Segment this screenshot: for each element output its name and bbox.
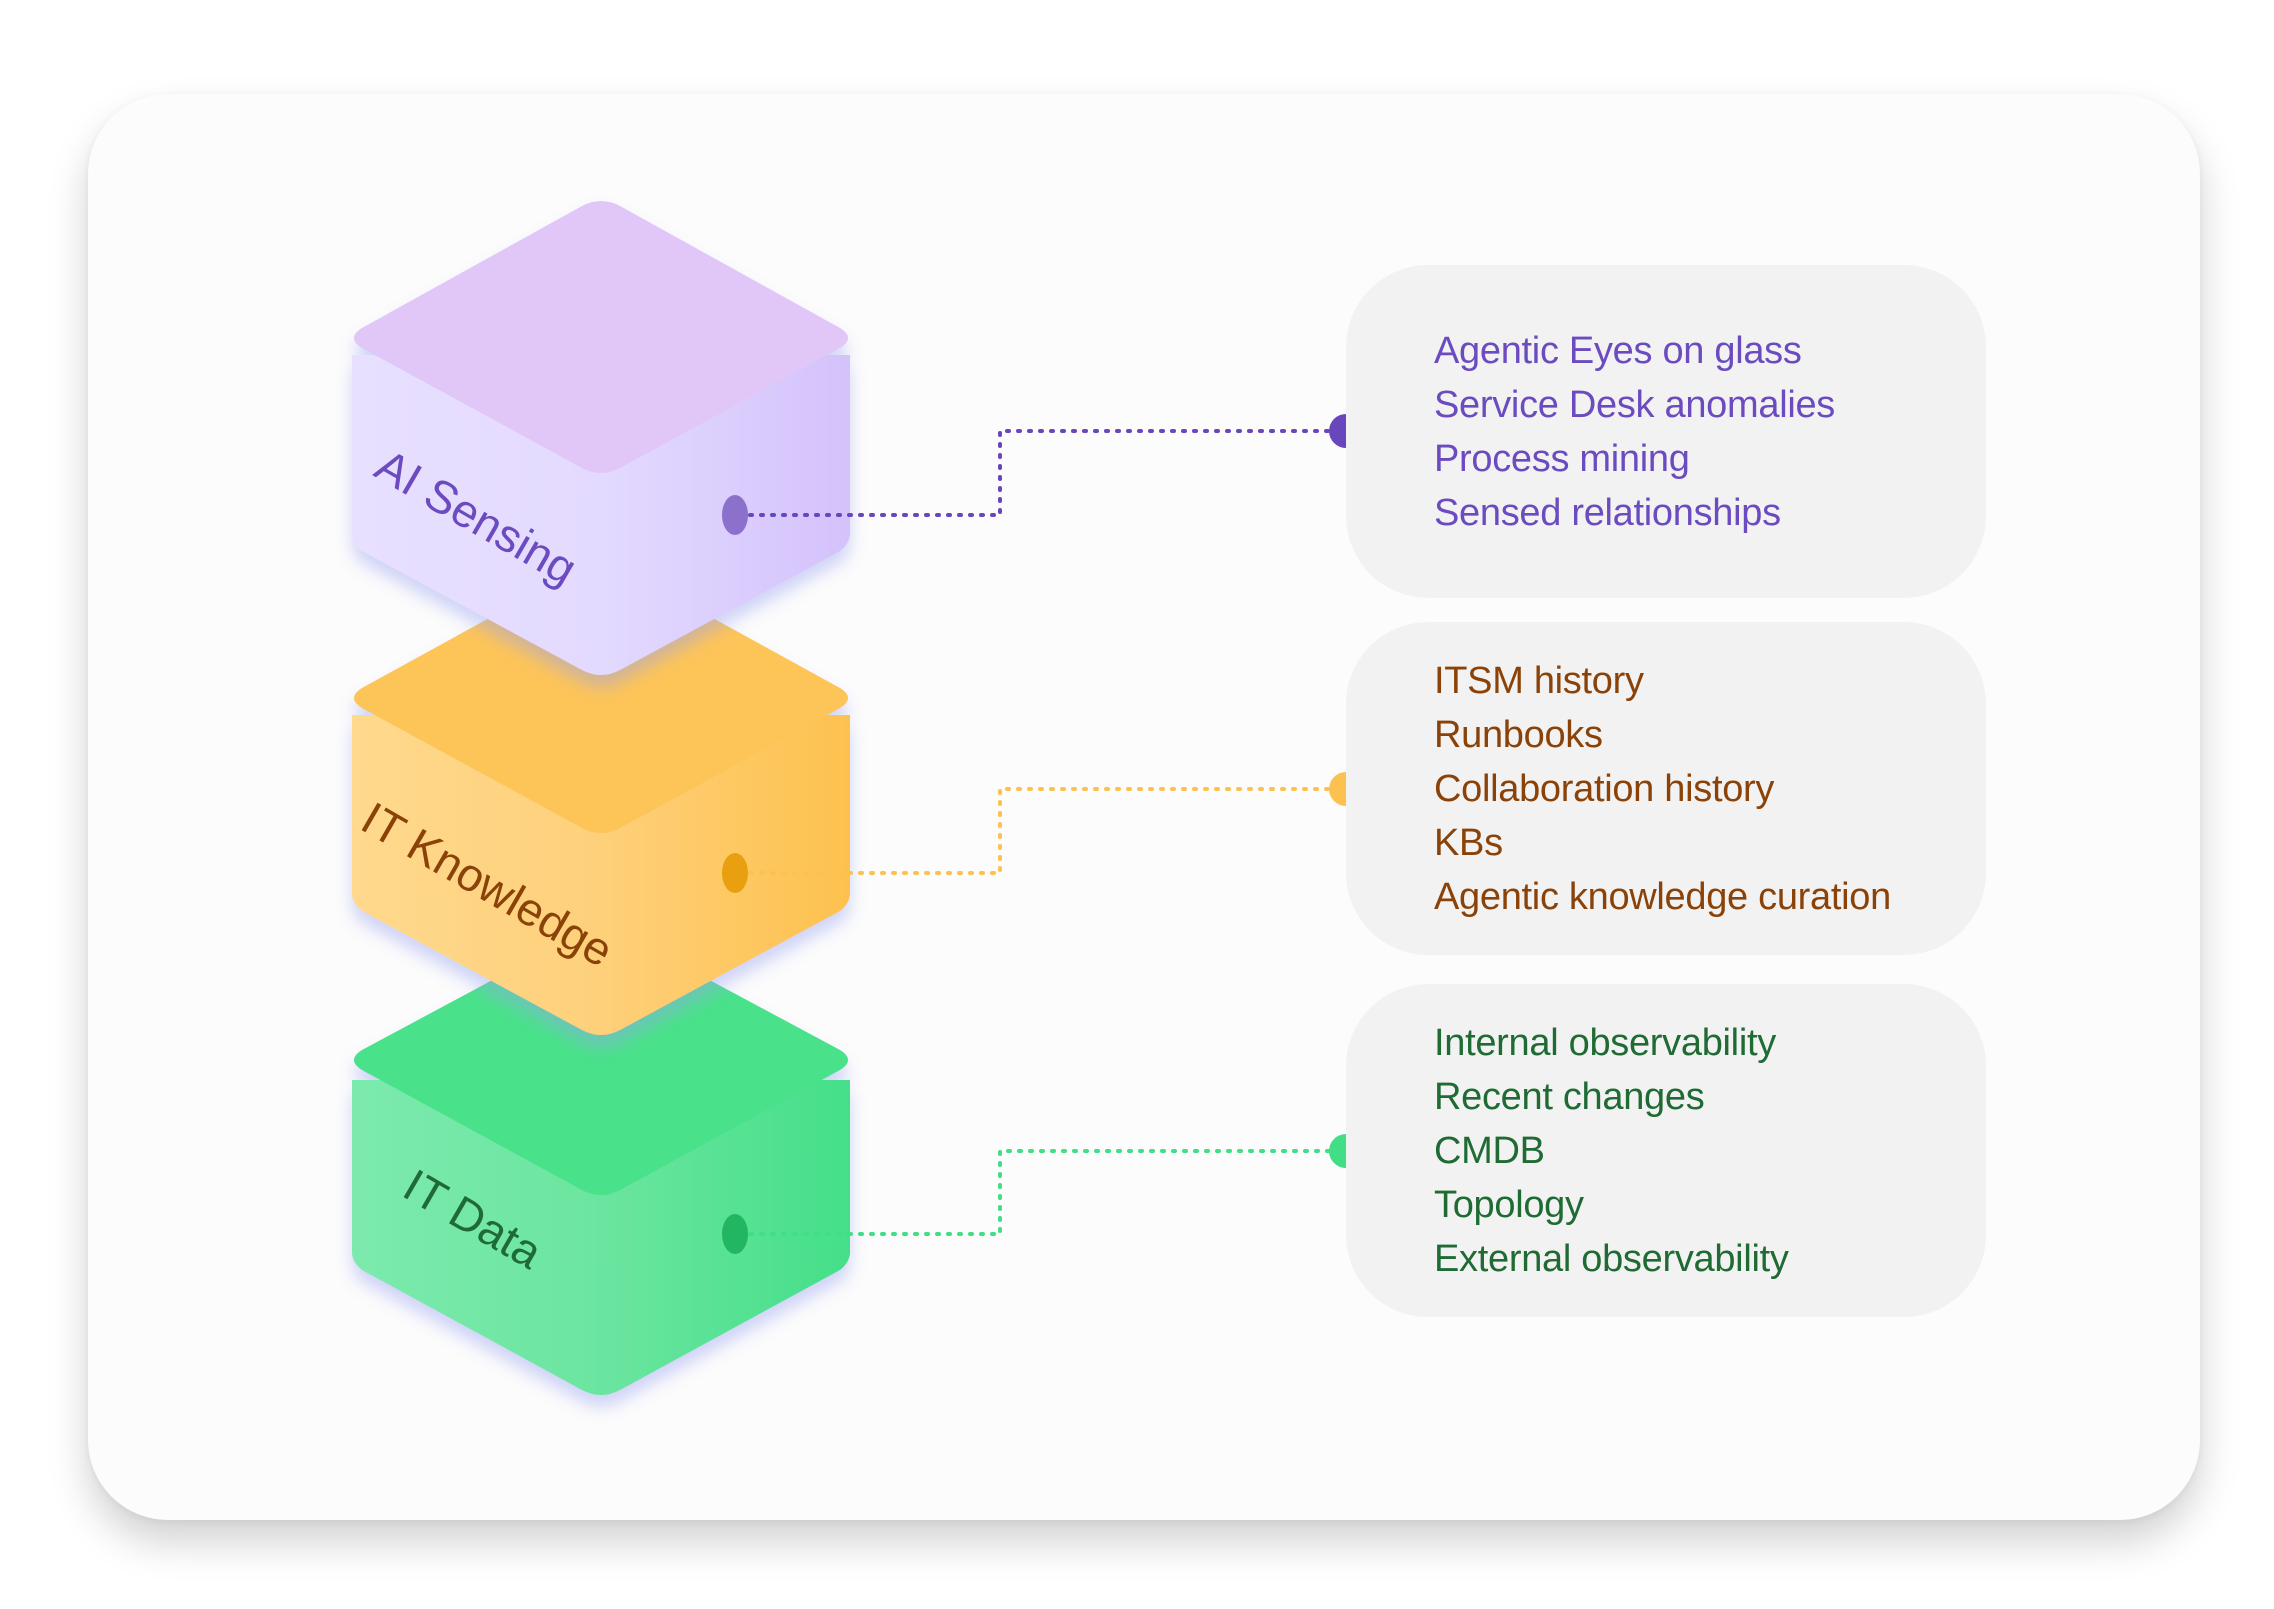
it-knowledge-item: Collaboration history xyxy=(1434,767,1775,810)
it-data-connector-line xyxy=(748,1149,1332,1236)
it-knowledge-block xyxy=(352,562,850,1035)
it-data-item: Internal observability xyxy=(1434,1021,1776,1064)
it-data-block-body xyxy=(352,1080,850,1395)
it-knowledge-item: Agentic knowledge curation xyxy=(1434,875,1891,918)
ai-sensing-item: Process mining xyxy=(1434,437,1690,480)
it-knowledge-item: Runbooks xyxy=(1434,713,1603,756)
ai-sensing-item: Agentic Eyes on glass xyxy=(1434,329,1802,372)
it-data-item: CMDB xyxy=(1434,1129,1545,1172)
it-knowledge-connector-line xyxy=(748,787,1332,875)
it-knowledge-connector-dot xyxy=(722,853,748,893)
ai-sensing-item: Sensed relationships xyxy=(1434,491,1781,534)
ai-sensing-connector-line xyxy=(748,429,1332,517)
it-knowledge-panel: ITSM history Runbooks Collaboration hist… xyxy=(1346,622,1986,955)
it-data-item: Topology xyxy=(1434,1183,1584,1226)
ai-sensing-panel: Agentic Eyes on glass Service Desk anoma… xyxy=(1346,265,1986,598)
it-data-block-top xyxy=(354,927,848,1195)
it-knowledge-block-body xyxy=(352,715,850,1035)
ai-sensing-connector-dot xyxy=(722,495,748,535)
it-data-block xyxy=(352,927,850,1395)
it-data-item: External observability xyxy=(1434,1237,1789,1280)
it-data-item: Recent changes xyxy=(1434,1075,1705,1118)
ai-sensing-block xyxy=(352,201,850,675)
it-data-panel: Internal observability Recent changes CM… xyxy=(1346,984,1986,1317)
it-knowledge-block-top xyxy=(354,562,848,833)
ai-sensing-block-body xyxy=(352,355,850,675)
it-knowledge-item: KBs xyxy=(1434,821,1503,864)
it-data-connector-dot xyxy=(722,1214,748,1254)
ai-sensing-item: Service Desk anomalies xyxy=(1434,383,1836,426)
it-knowledge-item: ITSM history xyxy=(1434,659,1644,702)
ai-sensing-block-top xyxy=(354,201,848,473)
